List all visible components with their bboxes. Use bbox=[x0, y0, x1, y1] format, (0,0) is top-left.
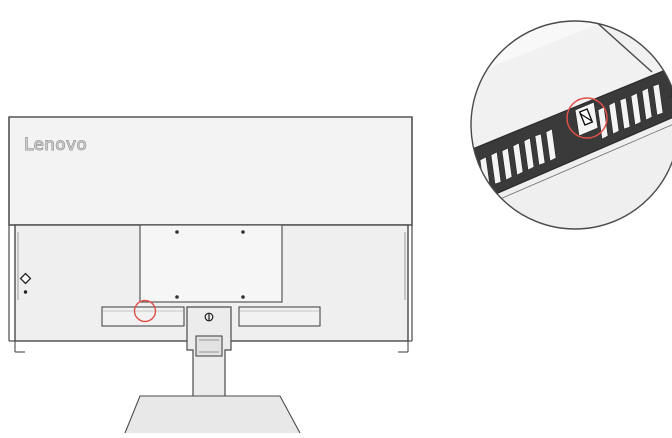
brand-logo: Lenovo bbox=[24, 135, 87, 155]
rear-port-panel-right bbox=[238, 306, 321, 327]
zoom-inset bbox=[470, 20, 672, 230]
vesa-mount-recess bbox=[139, 224, 283, 303]
vesa-screw-hole bbox=[175, 230, 179, 234]
diamond-power-icon bbox=[19, 272, 32, 294]
vesa-screw-hole bbox=[175, 295, 179, 299]
lock-slot-icon bbox=[574, 101, 599, 137]
monitor-rear-view: Lenovo bbox=[8, 116, 413, 353]
vesa-screw-hole bbox=[241, 230, 245, 234]
monitor-stand bbox=[124, 306, 301, 434]
vesa-screw-hole bbox=[241, 295, 245, 299]
vent-slats bbox=[479, 83, 664, 190]
cable-clip-icon bbox=[204, 312, 214, 322]
lock-slot-zoom-highlight bbox=[566, 97, 608, 139]
monitor-upper-panel bbox=[8, 116, 413, 226]
rear-port-panel-left bbox=[101, 306, 185, 327]
lock-slot-highlight bbox=[133, 299, 157, 323]
